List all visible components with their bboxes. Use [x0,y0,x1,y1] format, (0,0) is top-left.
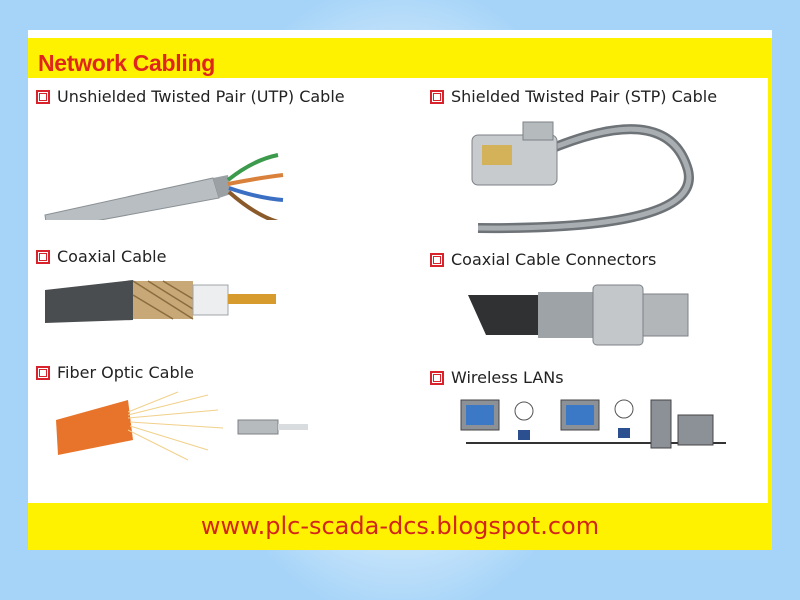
right-edge-stripe [768,38,772,550]
item-label: Unshielded Twisted Pair (UTP) Cable [57,87,345,106]
slide-title: Network Cabling [38,50,215,76]
bullet-icon [430,252,444,267]
stp-cable-image [471,121,694,234]
item-label: Shielded Twisted Pair (STP) Cable [451,87,718,106]
slide-card: Network Cabling Unshielded Twisted Pair … [28,30,772,550]
list-item-stp: Shielded Twisted Pair (STP) Cable [430,87,717,106]
item-label: Fiber Optic Cable [57,363,194,382]
fiber-cable-image [56,391,308,461]
list-item-coax-connectors: Coaxial Cable Connectors [430,250,656,269]
list-item-coax: Coaxial Cable [36,247,166,266]
utp-cable-image [44,153,284,220]
bullet-icon [430,89,444,104]
bullet-icon [36,365,50,380]
list-item-wireless: Wireless LANs [430,368,564,387]
list-item-utp: Unshielded Twisted Pair (UTP) Cable [36,87,345,106]
footer-band: www.plc-scada-dcs.blogspot.com [28,503,772,550]
bullet-icon [430,370,444,385]
bullet-icon [36,89,50,104]
footer-url: www.plc-scada-dcs.blogspot.com [200,512,600,540]
wireless-lan-image [460,399,726,449]
list-item-fiber: Fiber Optic Cable [36,363,194,382]
item-label: Wireless LANs [451,368,564,387]
bullet-icon [36,249,50,264]
item-label: Coaxial Cable [57,247,167,266]
item-label: Coaxial Cable Connectors [451,250,657,269]
coax-cable-image [45,280,276,323]
title-band [28,38,772,78]
coax-connector-image [468,284,689,346]
